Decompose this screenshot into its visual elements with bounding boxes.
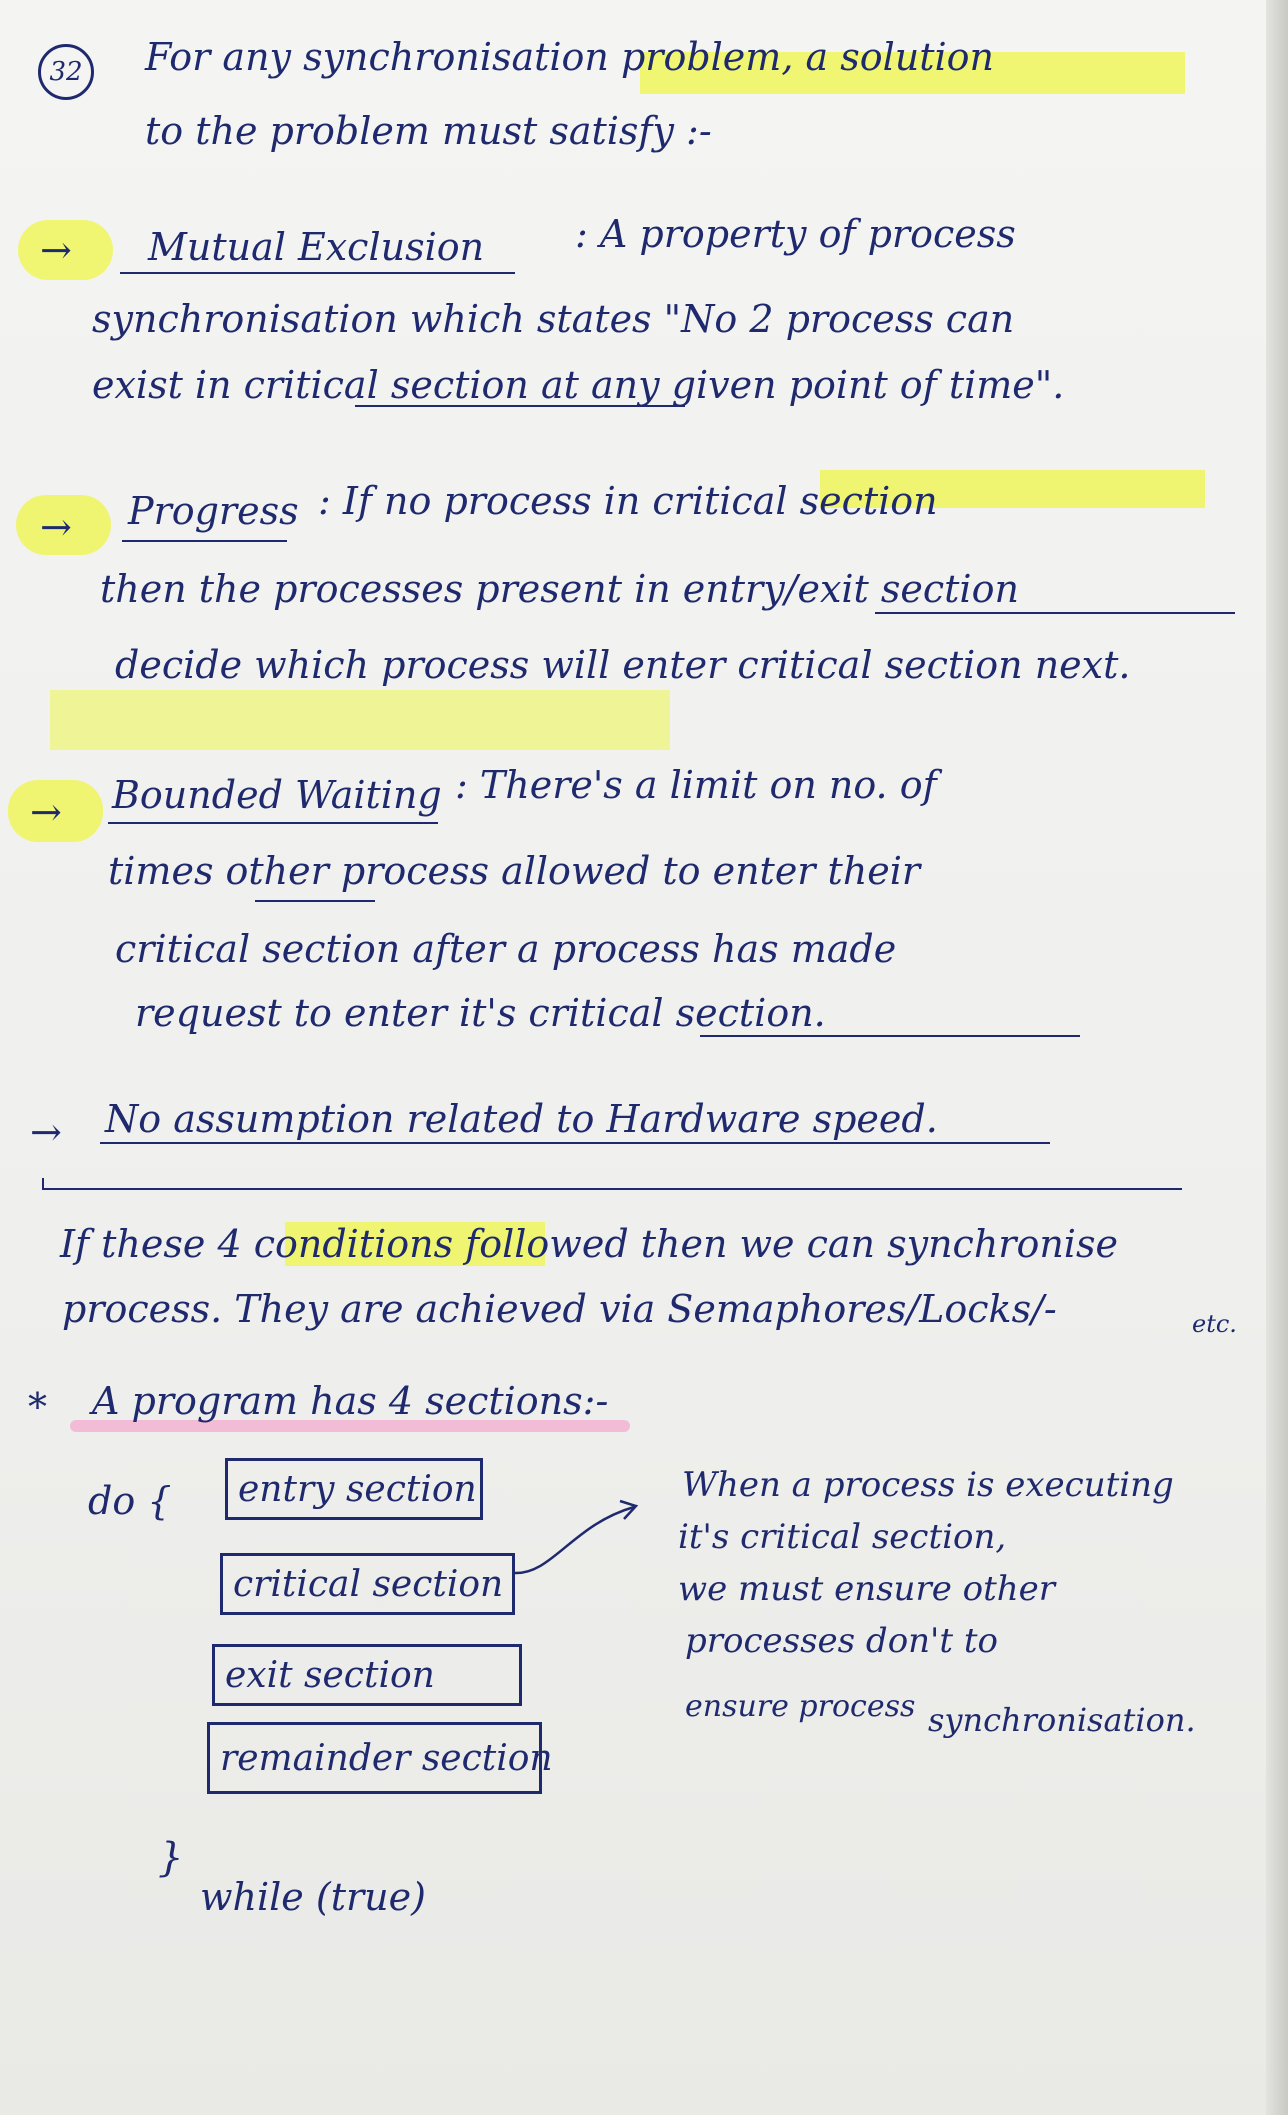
note-line-6: synchronisation. <box>928 1701 1196 1739</box>
no-assumption-text: No assumption related to Hardware speed. <box>105 1097 938 1141</box>
asterisk-icon: * <box>28 1385 47 1429</box>
arrow-icon: → <box>40 505 72 549</box>
bounded-waiting-line-2: times other process allowed to enter the… <box>108 849 921 893</box>
critical-section-box: critical section <box>220 1553 515 1615</box>
note-line-2: it's critical section, <box>678 1517 1007 1557</box>
program-close-brace: } <box>158 1835 184 1881</box>
note-line-4: processes don't to <box>685 1621 999 1661</box>
program-heading: A program has 4 sections:- <box>92 1379 609 1423</box>
progress-title: Progress <box>128 489 299 533</box>
divider-tick-left <box>42 1178 44 1190</box>
progress-underline <box>122 540 287 542</box>
mutual-exclusion-line-3: exist in critical section at any given p… <box>92 363 1065 407</box>
conditions-etc: etc. <box>1192 1310 1237 1338</box>
intro-line-1: For any synchronisation problem, a solut… <box>145 35 995 79</box>
arrow-icon: → <box>30 1110 62 1154</box>
conditions-line-2: process. They are achieved via Semaphore… <box>62 1287 1057 1331</box>
bounded-waiting-line-3: critical section after a process has mad… <box>115 927 897 971</box>
highlight-4-conditions <box>285 1222 545 1266</box>
entry-exit-underline <box>875 612 1235 614</box>
exit-section-box: exit section <box>212 1644 522 1706</box>
no-assumption-underline <box>100 1142 1050 1144</box>
other-underline <box>255 900 375 902</box>
page-number: 32 <box>38 44 94 100</box>
intro-line-2: to the problem must satisfy :- <box>145 109 712 153</box>
arrow-icon: → <box>40 228 72 272</box>
highlight-program-heading <box>70 1420 630 1432</box>
arrow-icon: → <box>30 790 62 834</box>
highlight-arrow-progress <box>16 495 111 555</box>
mutual-exclusion-line-1: : A property of process <box>575 212 1016 256</box>
progress-line-1: : If no process in critical section <box>318 479 938 523</box>
highlight-arrow-mutual <box>18 220 113 280</box>
highlight-arrow-bounded <box>8 780 103 842</box>
mutual-exclusion-underline <box>120 272 515 274</box>
note-line-1: When a process is executing <box>682 1465 1174 1505</box>
conditions-line-1: If these 4 conditions followed then we c… <box>60 1222 1118 1266</box>
entry-section-box: entry section <box>225 1458 483 1520</box>
divider <box>42 1188 1182 1190</box>
bounded-waiting-underline <box>108 822 438 824</box>
critical-section-underline-2 <box>700 1035 1080 1037</box>
page-edge <box>1266 0 1288 2115</box>
bounded-waiting-line-4: request to enter it's critical section. <box>135 991 826 1035</box>
curved-arrow <box>513 1499 639 1575</box>
highlight-band <box>50 690 670 750</box>
critical-section-underline <box>355 405 685 407</box>
bounded-waiting-line-1: : There's a limit on no. of <box>455 763 937 807</box>
program-while: while (true) <box>200 1875 426 1919</box>
note-line-3: we must ensure other <box>678 1569 1056 1609</box>
program-do: do { <box>88 1479 172 1523</box>
highlight-progress-right <box>820 470 1205 508</box>
remainder-section-box: remainder section <box>207 1722 553 1794</box>
progress-line-3: decide which process will enter critical… <box>115 643 1131 687</box>
mutual-exclusion-line-2: synchronisation which states "No 2 proce… <box>92 297 1015 341</box>
bounded-waiting-title: Bounded Waiting <box>112 773 442 817</box>
mutual-exclusion-title: Mutual Exclusion <box>148 225 485 269</box>
progress-line-2: then the processes present in entry/exit… <box>100 567 1019 611</box>
note-line-5: ensure process <box>685 1689 916 1724</box>
highlight-solution <box>640 52 1185 94</box>
